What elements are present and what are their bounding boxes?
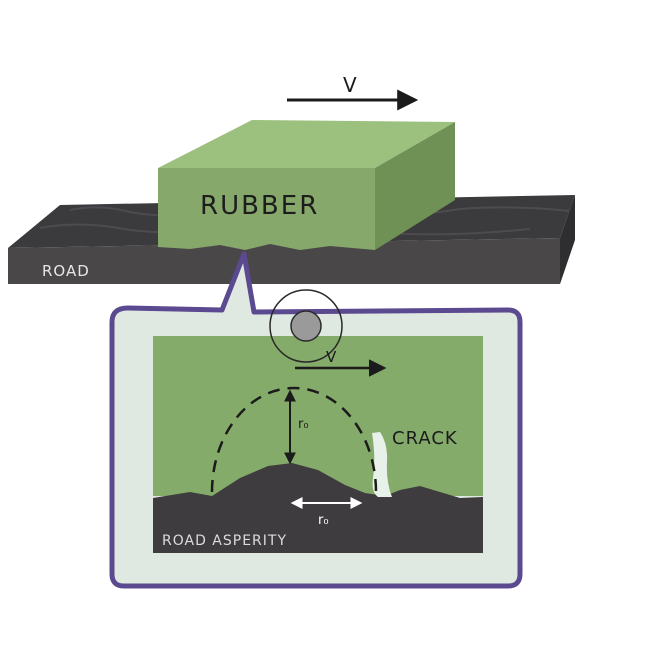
crack-label: CRACK: [392, 428, 458, 449]
contact-indicator-ring: [269, 289, 343, 363]
road-front-face: [8, 238, 560, 284]
crack-shape: [372, 432, 392, 497]
inset-rubber-area: [153, 336, 483, 496]
velocity-label-inset: V: [326, 348, 337, 366]
radius-horizontal-label: r₀: [318, 513, 329, 528]
rubber-top-face: [158, 120, 455, 168]
velocity-label-top: V: [343, 73, 357, 97]
road-label: ROAD: [42, 262, 90, 280]
contact-indicator-dot: [290, 310, 322, 342]
road-side-face: [560, 195, 575, 284]
rubber-front-face: [158, 168, 375, 250]
rubber-block: RUBBER: [158, 120, 455, 250]
rubber-side-face: [375, 122, 455, 250]
velocity-arrow-top: V: [287, 73, 419, 111]
dashed-radius-arc: [210, 386, 378, 493]
rubber-label: RUBBER: [200, 191, 319, 221]
radius-vertical-label: r₀: [298, 417, 309, 432]
inset-callout: V r₀ r₀ CRACK ROAD ASPERITY: [109, 251, 523, 589]
road-asperity-label: ROAD ASPERITY: [162, 533, 287, 549]
